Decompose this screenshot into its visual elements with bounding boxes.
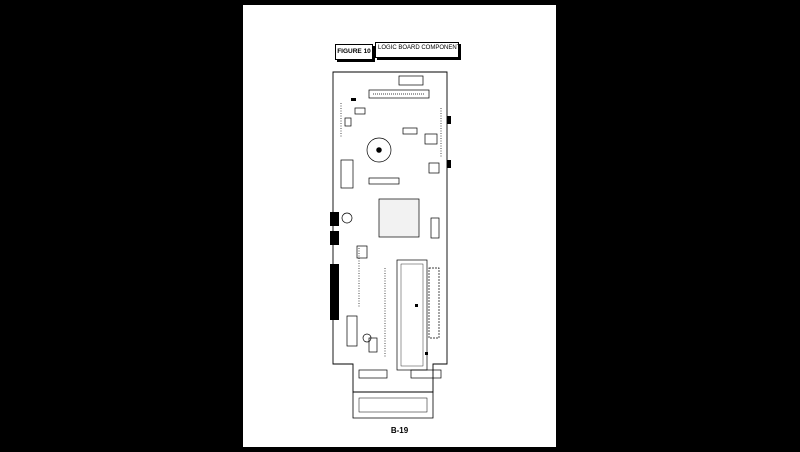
bottom-connector-pins	[358, 397, 428, 413]
main-processor-chip	[378, 198, 420, 238]
edge-block-5	[447, 160, 451, 168]
edge-block-3	[330, 264, 339, 320]
edge-block-4	[447, 116, 451, 124]
lower-header-left	[358, 369, 388, 379]
bottom-connector	[352, 392, 434, 419]
top-connector	[398, 75, 424, 86]
logic-board-diagram	[330, 71, 451, 419]
document-page: FIGURE 10 LOGIC BOARD COMPONENT	[243, 5, 556, 447]
lower-header-right	[410, 369, 442, 379]
page-number: B-19	[390, 426, 409, 435]
battery-cell	[366, 137, 392, 163]
left-ic	[340, 159, 354, 189]
figure-label: FIGURE 10	[335, 44, 373, 60]
edge-block-2	[330, 231, 339, 245]
memory-socket	[396, 259, 428, 371]
figure-title: LOGIC BOARD COMPONENT	[375, 42, 459, 58]
figure-header: FIGURE 10 LOGIC BOARD COMPONENT	[335, 42, 459, 62]
edge-block-1	[330, 212, 339, 226]
ribbon-header	[368, 89, 430, 99]
